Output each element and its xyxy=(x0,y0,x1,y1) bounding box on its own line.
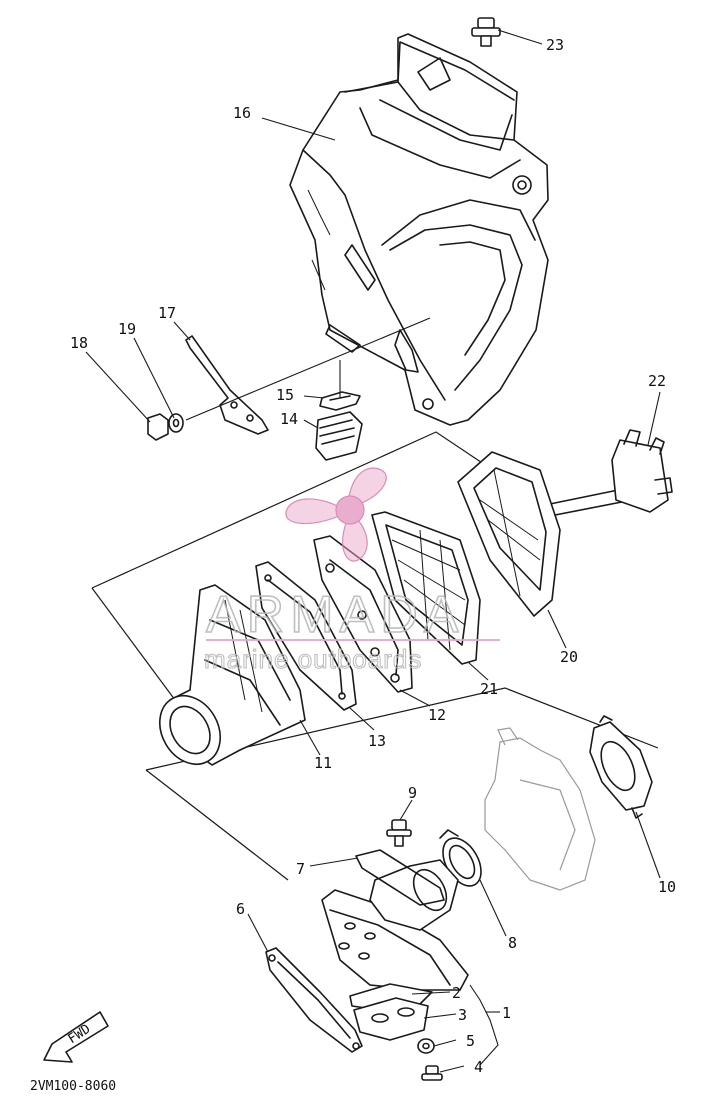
label-23: 23 xyxy=(546,36,564,54)
label-20: 20 xyxy=(560,648,578,666)
carburetor-outline xyxy=(484,727,596,891)
label-4: 4 xyxy=(474,1058,483,1076)
fwd-arrow: FWD xyxy=(43,1011,109,1063)
leader-lines xyxy=(85,29,661,1073)
label-11: 11 xyxy=(314,754,332,772)
armada-watermark: ARMADA marine outboards xyxy=(203,467,500,675)
label-6: 6 xyxy=(236,900,245,918)
part-14-grommet xyxy=(315,411,363,461)
label-10: 10 xyxy=(658,878,676,896)
part-11-manifold xyxy=(159,584,306,766)
part-10-clamp xyxy=(589,715,653,819)
part-17-bracket xyxy=(185,335,269,435)
part-4-screw xyxy=(421,1065,443,1081)
label-2: 2 xyxy=(452,984,461,1002)
watermark-brand: ARMADA xyxy=(206,586,464,644)
label-1: 1 xyxy=(502,1004,511,1022)
label-13: 13 xyxy=(368,732,386,750)
propeller-icon xyxy=(285,467,387,562)
part-9-screw xyxy=(386,819,412,847)
label-21: 21 xyxy=(480,680,498,698)
part-19-washer xyxy=(168,413,184,433)
part-23-bolt xyxy=(471,17,501,47)
part-3-stopper xyxy=(353,997,429,1041)
part-18-nut xyxy=(147,413,169,441)
label-7: 7 xyxy=(296,860,305,878)
label-14: 14 xyxy=(280,410,298,428)
label-17: 17 xyxy=(158,304,176,322)
part-5-washer xyxy=(417,1038,435,1054)
label-18: 18 xyxy=(70,334,88,352)
part-labels: 23 16 17 19 18 15 14 22 20 21 12 13 11 9… xyxy=(70,36,676,1076)
part-12-reed-plate xyxy=(313,535,413,693)
part-7-gasket xyxy=(355,849,445,906)
label-22: 22 xyxy=(648,372,666,390)
watermark-tagline: marine outboards xyxy=(204,644,422,674)
part-22-vent-tube xyxy=(544,429,673,517)
label-9: 9 xyxy=(408,784,417,802)
label-5: 5 xyxy=(466,1032,475,1050)
part-20-filter xyxy=(457,451,561,617)
label-12: 12 xyxy=(428,706,446,724)
label-16: 16 xyxy=(233,104,251,122)
part-21-frame-cover xyxy=(371,511,481,665)
part-16-air-silencer xyxy=(289,33,549,426)
label-3: 3 xyxy=(458,1006,467,1024)
part-1-reed-assembly xyxy=(321,859,469,991)
diagram-code: 2VM100-8060 xyxy=(30,1079,116,1094)
label-8: 8 xyxy=(508,934,517,952)
part-6-bracket xyxy=(265,947,363,1053)
label-15: 15 xyxy=(276,386,294,404)
label-19: 19 xyxy=(118,320,136,338)
